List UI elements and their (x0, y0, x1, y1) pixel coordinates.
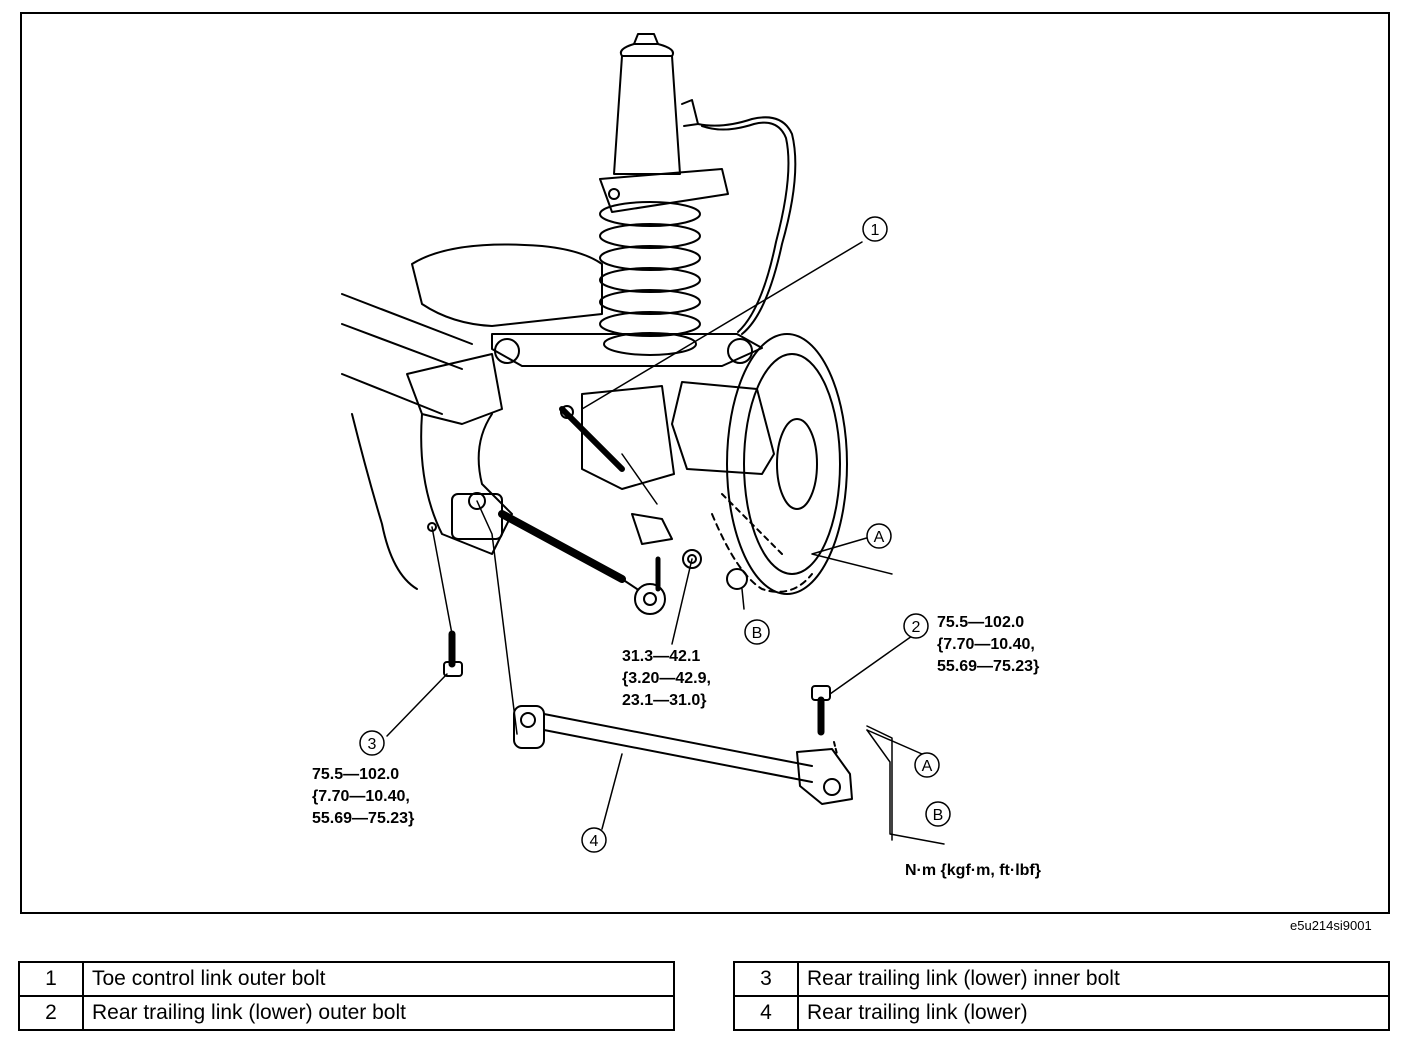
legend-label: Rear trailing link (lower) inner bolt (797, 961, 1390, 997)
callout-3-label: 3 (368, 736, 377, 753)
callout-1-label: 1 (871, 222, 880, 239)
callout-3: 3 (359, 730, 385, 756)
callout-b-hub-label: B (752, 625, 763, 642)
callout-4-label: 4 (590, 833, 599, 850)
legend-label: Rear trailing link (lower) outer bolt (82, 995, 675, 1031)
legend-row: 1 Toe control link outer bolt (18, 961, 675, 997)
legend-table-left: 1 Toe control link outer bolt 2 Rear tra… (18, 961, 675, 1031)
legend-number: 4 (733, 995, 799, 1031)
leader-lines (386, 241, 945, 845)
torque-bolt-2-line-3: 55.69—75.23} (937, 658, 1040, 675)
torque-bolt-1-line-1: 31.3—42.1 (622, 648, 701, 665)
upper-arm (341, 243, 763, 590)
legend-row: 2 Rear trailing link (lower) outer bolt (18, 995, 675, 1031)
torque-bolt-3-line-2: {7.70—10.40, (312, 788, 410, 805)
coil-spring (599, 201, 701, 356)
bolt-3 (443, 630, 463, 677)
legend-row: 3 Rear trailing link (lower) inner bolt (733, 961, 1390, 997)
torque-bolt-2: 75.5—102.0 {7.70—10.40, 55.69—75.23} (937, 612, 1039, 678)
torque-bolt-1: 31.3—42.1 {3.20—42.9, 23.1—31.0} (622, 646, 711, 712)
callout-2: 2 (903, 613, 929, 639)
callout-1: 1 (862, 216, 888, 242)
torque-bolt-2-line-2: {7.70—10.40, (937, 636, 1035, 653)
bolt-2 (811, 685, 831, 736)
callout-a-link-label: A (922, 758, 933, 775)
torque-bolt-3-line-1: 75.5—102.0 (312, 766, 400, 783)
legend-number: 3 (733, 961, 799, 997)
diagram-frame: 1 2 3 4 A B A B 31.3—42.1 {3.20—42.9, 23… (20, 12, 1390, 914)
torque-bolt-3-line-3: 55.69—75.23} (312, 810, 415, 827)
callout-b-link: B (925, 801, 951, 827)
torque-bolt-2-line-1: 75.5—102.0 (937, 614, 1025, 631)
callout-b-link-label: B (933, 807, 944, 824)
callouts: 1 2 3 4 A B A B (359, 216, 951, 853)
callout-a-hub: A (866, 523, 892, 549)
reference-plane (866, 725, 893, 841)
torque-bolt-1-line-2: {3.20—42.9, (622, 670, 711, 687)
callout-2-label: 2 (912, 619, 921, 636)
callout-a-link: A (914, 752, 940, 778)
legend-number: 1 (18, 961, 84, 997)
torque-bolt-1-line-3: 23.1—31.0} (622, 692, 707, 709)
brake-disc (711, 333, 848, 595)
units-note: N·m {kgf·m, ft·lbf} (905, 862, 1041, 879)
figure-code: e5u214si9001 (1290, 918, 1372, 933)
strut-assembly (599, 33, 797, 335)
legend-label: Rear trailing link (lower) (797, 995, 1390, 1031)
callout-4: 4 (581, 827, 607, 853)
rear-trailing-link-lower (513, 705, 853, 805)
torque-bolt-3: 75.5—102.0 {7.70—10.40, 55.69—75.23} (312, 764, 414, 830)
legend-row: 4 Rear trailing link (lower) (733, 995, 1390, 1031)
callout-b-hub: B (744, 619, 770, 645)
toe-control-link (498, 510, 702, 615)
callout-a-hub-label: A (874, 529, 885, 546)
legend-label: Toe control link outer bolt (82, 961, 675, 997)
suspension-illustration: 1 2 3 4 A B A B (341, 33, 951, 853)
legend-number: 2 (18, 995, 84, 1031)
brake-caliper (559, 381, 775, 490)
legend-table-right: 3 Rear trailing link (lower) inner bolt … (733, 961, 1390, 1031)
knuckle-bracket (406, 353, 513, 555)
